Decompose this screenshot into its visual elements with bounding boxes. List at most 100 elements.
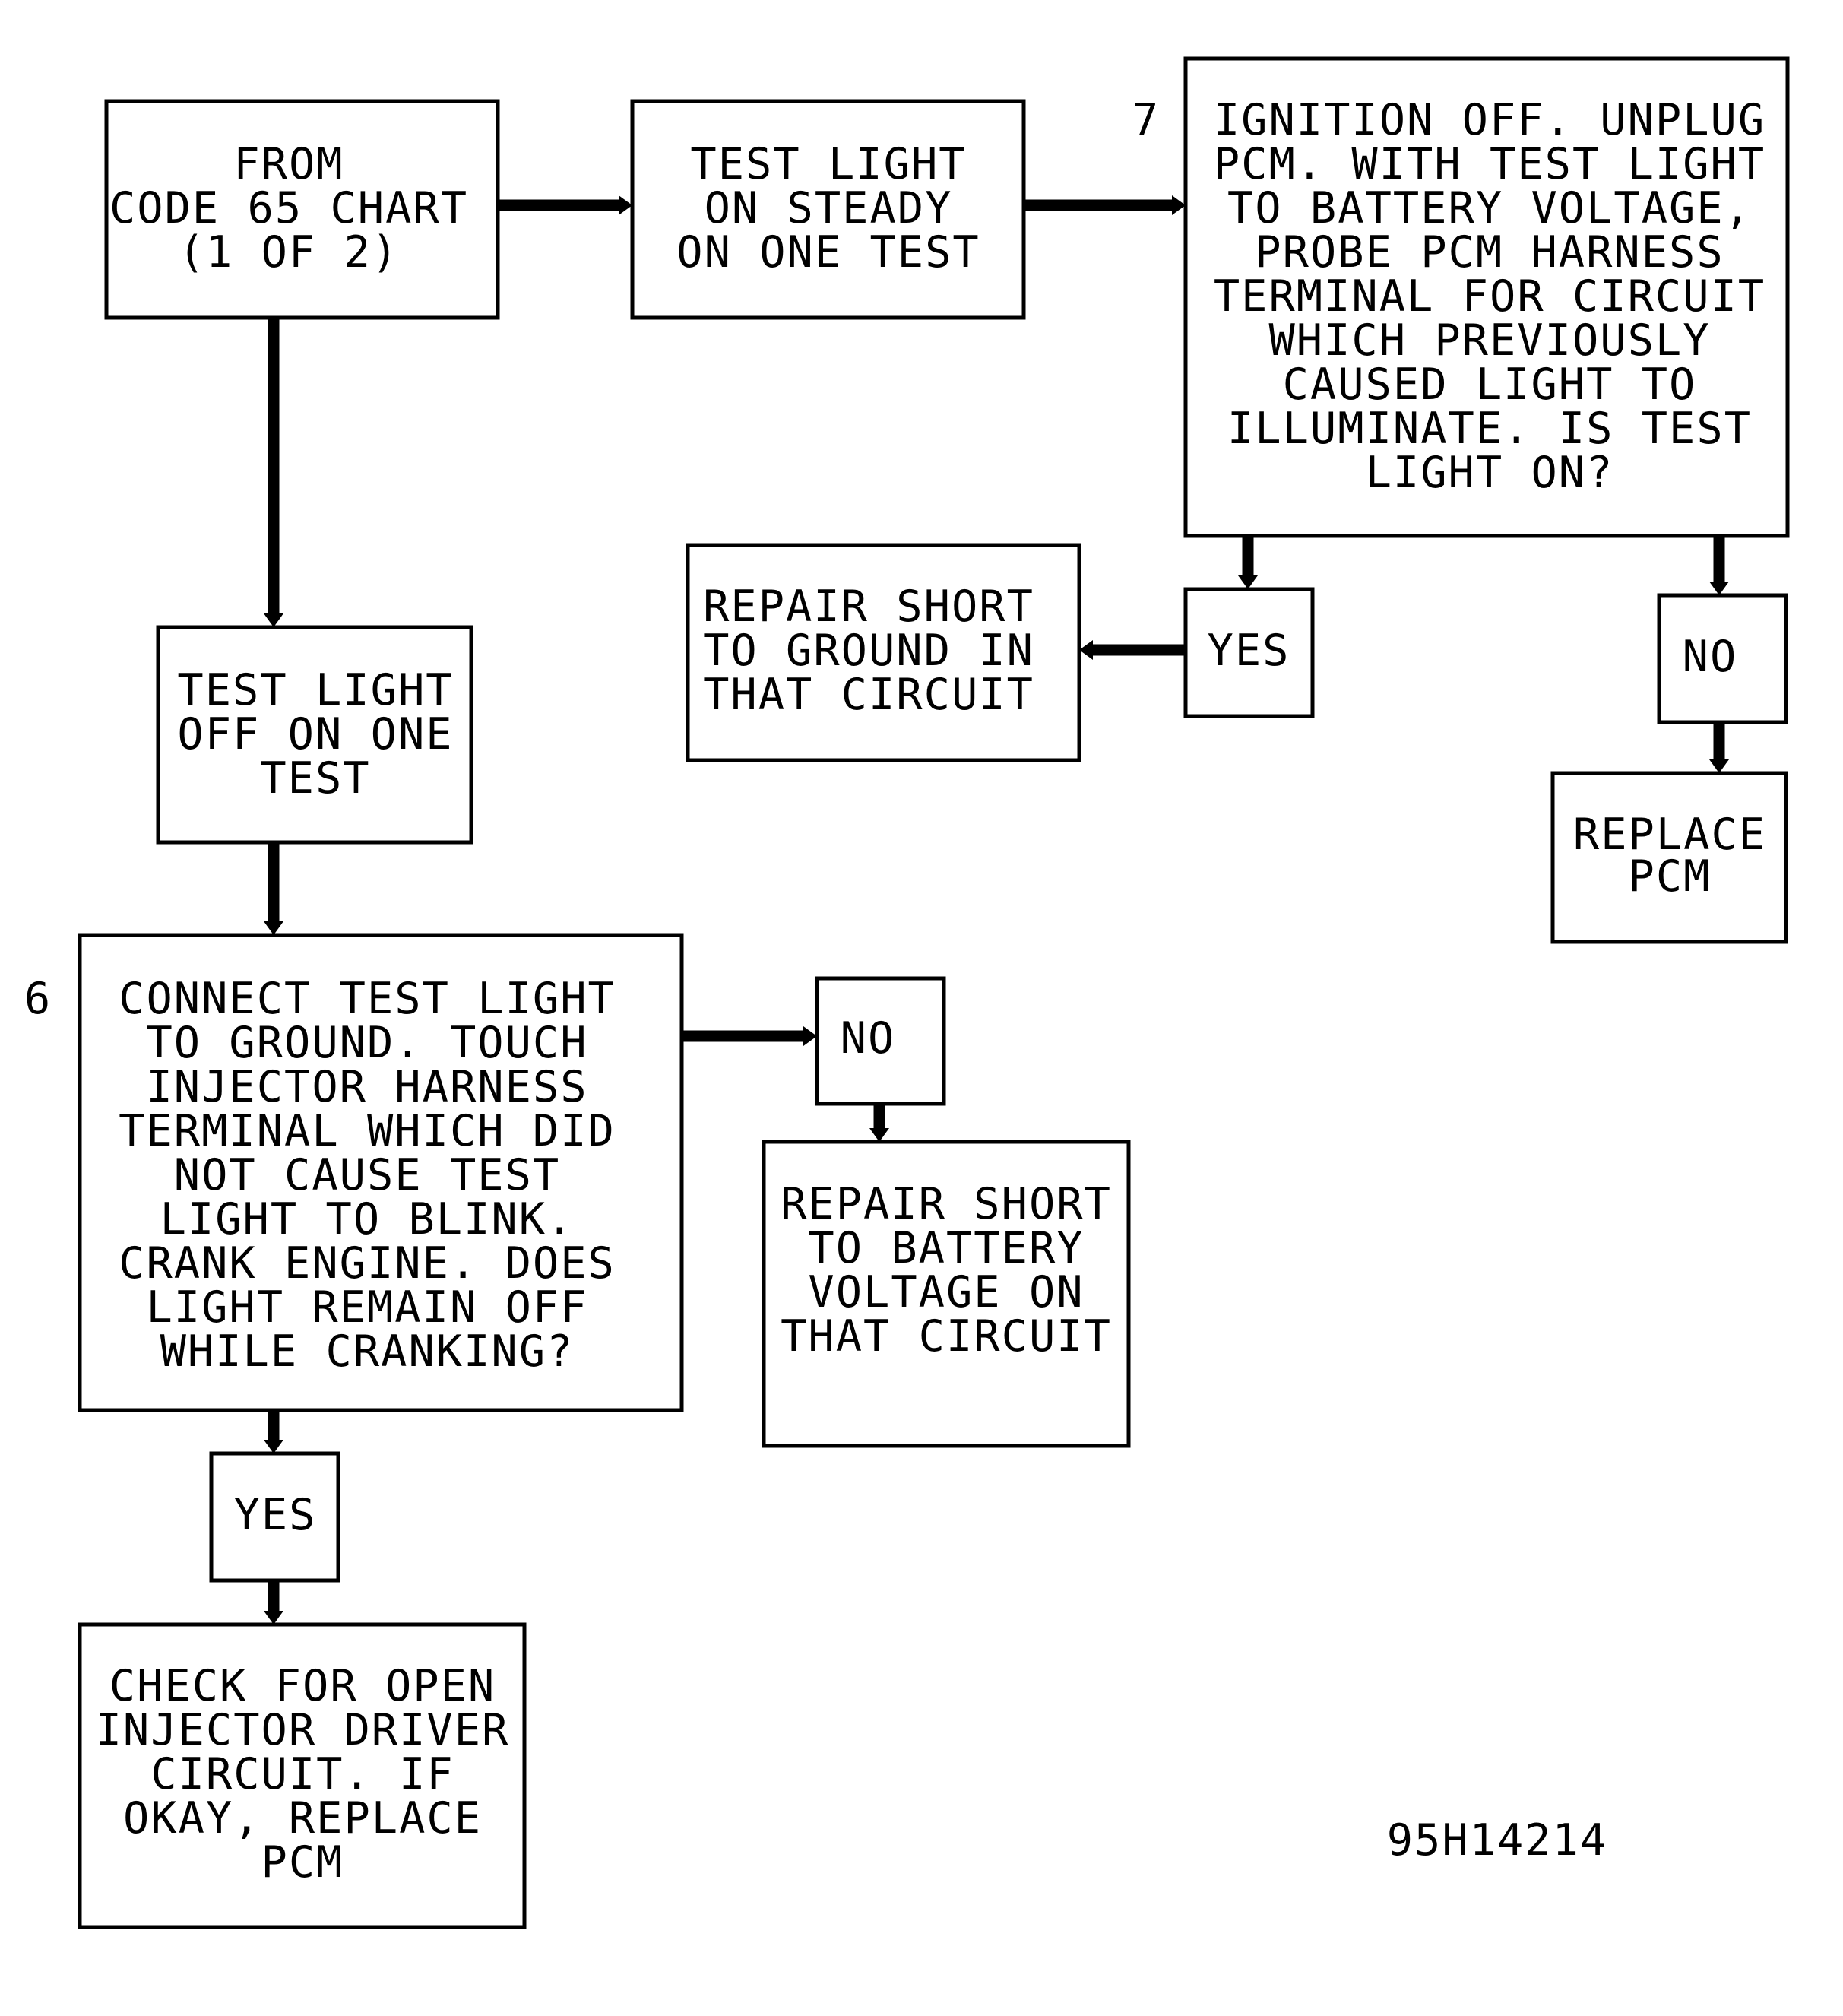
arrow-head bbox=[1709, 759, 1729, 773]
box-text-line: ON STEADY bbox=[705, 183, 953, 233]
box-border bbox=[686, 543, 1081, 762]
box-border bbox=[209, 1451, 340, 1583]
arrow-lightoff-to-step6 bbox=[264, 842, 283, 935]
box-text-line: TEST LIGHT bbox=[177, 665, 453, 715]
box-text-line: THAT CIRCUIT bbox=[781, 1311, 1112, 1361]
box-text-line: LIGHT ON? bbox=[1366, 448, 1614, 498]
box-text-line: INJECTOR DRIVER bbox=[96, 1705, 510, 1755]
box-step6-yes: YES bbox=[209, 1451, 340, 1583]
box-text-line: CODE 65 CHART bbox=[109, 183, 468, 233]
box-text-line: REPLACE bbox=[1573, 810, 1766, 860]
box-text-line: CHECK FOR OPEN bbox=[109, 1661, 496, 1711]
box-text-line: REPAIR SHORT bbox=[781, 1179, 1112, 1229]
box-text-line: OKAY, REPLACE bbox=[123, 1793, 482, 1843]
box-border bbox=[1183, 56, 1790, 538]
box-text-line: PROBE PCM HARNESS bbox=[1255, 227, 1724, 277]
box-border bbox=[762, 1140, 1131, 1448]
box-text-line: NO bbox=[1683, 632, 1738, 682]
box-text-line: LIGHT REMAIN OFF bbox=[146, 1282, 587, 1333]
arrow-onsteady-to-step7 bbox=[1024, 195, 1186, 215]
box-text-line: CONNECT TEST LIGHT bbox=[119, 974, 616, 1024]
arrow-head bbox=[264, 1440, 283, 1453]
arrow-head bbox=[1079, 640, 1093, 660]
box-text-line: TERMINAL FOR CIRCUIT bbox=[1214, 271, 1765, 322]
box-text-line: IGNITION OFF. UNPLUG bbox=[1214, 95, 1765, 145]
box-text-line: TERMINAL WHICH DID bbox=[119, 1106, 616, 1156]
box-text-line: (1 OF 2) bbox=[179, 227, 400, 277]
box-text-line: TO BATTERY VOLTAGE, bbox=[1227, 183, 1752, 233]
box-text-line: TO GROUND IN bbox=[703, 626, 1034, 676]
step-number-7: 7 bbox=[1132, 95, 1160, 145]
box-text-line: TO GROUND. TOUCH bbox=[146, 1018, 587, 1068]
box-step7-no: NO bbox=[1657, 593, 1788, 724]
figure-id: 95H14214 bbox=[1387, 1815, 1608, 1865]
box-border bbox=[78, 933, 684, 1412]
arrow-step7-to-yes bbox=[1238, 536, 1258, 589]
arrow-yes-to-repair-ground bbox=[1079, 640, 1186, 660]
box-border bbox=[815, 976, 946, 1106]
step-number-6: 6 bbox=[24, 974, 52, 1024]
box-border bbox=[1183, 587, 1315, 718]
arrow-from-to-lightoff bbox=[264, 318, 283, 627]
arrow-head bbox=[803, 1026, 817, 1046]
box-border bbox=[1657, 593, 1788, 724]
box-step6-no: NO bbox=[815, 976, 946, 1106]
box-border bbox=[630, 99, 1026, 320]
box-text-line: WHILE CRANKING? bbox=[160, 1327, 575, 1377]
box-text-line: CRANK ENGINE. DOES bbox=[119, 1238, 616, 1289]
arrow-no-to-repair-battery bbox=[869, 1104, 889, 1142]
box-text-line: NO bbox=[841, 1013, 896, 1063]
arrow-head bbox=[869, 1128, 889, 1142]
box-text-line: THAT CIRCUIT bbox=[703, 670, 1034, 720]
box-text-line: OFF ON ONE bbox=[177, 709, 453, 759]
box-text-line: LIGHT TO BLINK. bbox=[160, 1194, 575, 1244]
box-text-line: INJECTOR HARNESS bbox=[146, 1062, 587, 1112]
box-text-line: YES bbox=[1208, 626, 1290, 676]
box-border bbox=[78, 1622, 527, 1929]
box-border bbox=[104, 99, 500, 320]
box-text-line: PCM bbox=[1629, 851, 1712, 902]
arrow-head bbox=[1172, 195, 1186, 215]
box-border bbox=[156, 625, 473, 845]
box-text-line: PCM bbox=[261, 1837, 344, 1888]
arrow-head bbox=[619, 195, 632, 215]
box-border bbox=[1550, 771, 1788, 944]
arrow-from-to-onsteady bbox=[498, 195, 632, 215]
box-text-line: FROM bbox=[233, 139, 344, 189]
box-text-line: VOLTAGE ON bbox=[808, 1267, 1084, 1317]
arrow-head bbox=[264, 613, 283, 627]
box-text-line: YES bbox=[234, 1490, 317, 1540]
arrow-head bbox=[1238, 575, 1258, 589]
connector-layer bbox=[264, 195, 1729, 1625]
box-text-line: CAUSED LIGHT TO bbox=[1283, 360, 1697, 410]
box-text-line: WHICH PREVIOUSLY bbox=[1268, 315, 1710, 366]
arrow-step7-to-no bbox=[1709, 536, 1729, 595]
box-text-line: ON ONE TEST bbox=[676, 227, 980, 277]
arrow-head bbox=[1709, 582, 1729, 595]
box-text-line: REPAIR SHORT bbox=[703, 582, 1034, 632]
arrow-yes-to-check-open bbox=[264, 1580, 283, 1625]
box-step7-yes: YES bbox=[1183, 587, 1315, 718]
box-text-line: TEST bbox=[260, 753, 370, 804]
arrow-no-to-replace-pcm bbox=[1709, 722, 1729, 773]
box-text-line: ILLUMINATE. IS TEST bbox=[1227, 404, 1752, 454]
box-text-line: TO BATTERY bbox=[808, 1223, 1084, 1273]
arrow-head bbox=[264, 921, 283, 935]
arrow-step6-to-no bbox=[682, 1026, 817, 1046]
arrow-head bbox=[264, 1611, 283, 1625]
box-text-line: PCM. WITH TEST LIGHT bbox=[1214, 139, 1765, 189]
box-text-line: NOT CAUSE TEST bbox=[174, 1150, 560, 1200]
box-text-line: CIRCUIT. IF bbox=[150, 1749, 454, 1799]
box-text-line: TEST LIGHT bbox=[690, 139, 966, 189]
